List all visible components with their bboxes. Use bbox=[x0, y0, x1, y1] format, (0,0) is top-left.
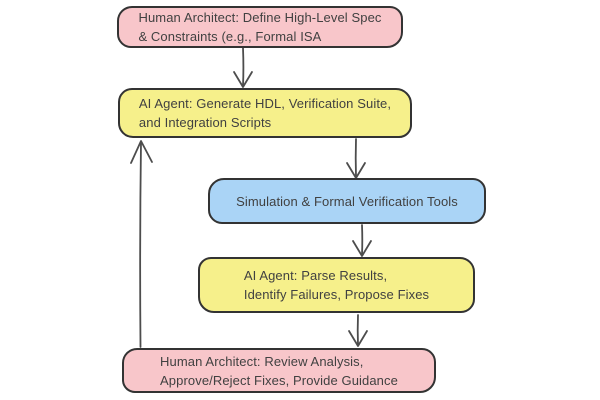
flow-node-human-spec: Human Architect: Define High-Level Spec … bbox=[117, 6, 403, 48]
node-label: AI Agent: Generate HDL, Verification Sui… bbox=[139, 94, 391, 132]
flow-node-ai-generate: AI Agent: Generate HDL, Verification Sui… bbox=[118, 88, 412, 138]
flow-node-sim-verification: Simulation & Formal Verification Tools bbox=[208, 178, 486, 224]
node-label-line: & Constraints (e.g., Formal ISA bbox=[138, 29, 322, 44]
node-label-line: AI Agent: Generate HDL, Verification Sui… bbox=[138, 96, 392, 111]
node-label-line: Identify Failures, Propose Fixes bbox=[243, 287, 430, 302]
flow-node-human-review: Human Architect: Review Analysis, Approv… bbox=[122, 348, 436, 393]
node-label-line: Approve/Reject Fixes, Provide Guidance bbox=[160, 372, 398, 388]
node-label-line: Simulation & Formal Verification Tools bbox=[236, 193, 458, 209]
flow-node-ai-parse: AI Agent: Parse Results, Identify Failur… bbox=[198, 257, 475, 313]
node-label-line: AI Agent: Parse Results, bbox=[243, 268, 388, 283]
arrow-spec-to-generate bbox=[233, 47, 253, 88]
node-label: Human Architect: Define High-Level Spec … bbox=[138, 8, 381, 46]
arrow-parse-to-review bbox=[348, 314, 368, 347]
arrow-generate-to-simulation bbox=[346, 138, 366, 179]
arrow-review-to-generate-feedback bbox=[130, 140, 153, 348]
node-label: Human Architect: Review Analysis, Approv… bbox=[160, 352, 398, 390]
node-label: Simulation & Formal Verification Tools bbox=[236, 192, 458, 211]
node-label-line: Human Architect: Define High-Level Spec bbox=[138, 10, 382, 25]
node-label-line: and Integration Scripts bbox=[138, 115, 272, 130]
arrow-simulation-to-parse bbox=[352, 224, 372, 257]
node-label: AI Agent: Parse Results, Identify Failur… bbox=[244, 266, 429, 304]
node-label-line: Human Architect: Review Analysis, bbox=[160, 353, 364, 369]
